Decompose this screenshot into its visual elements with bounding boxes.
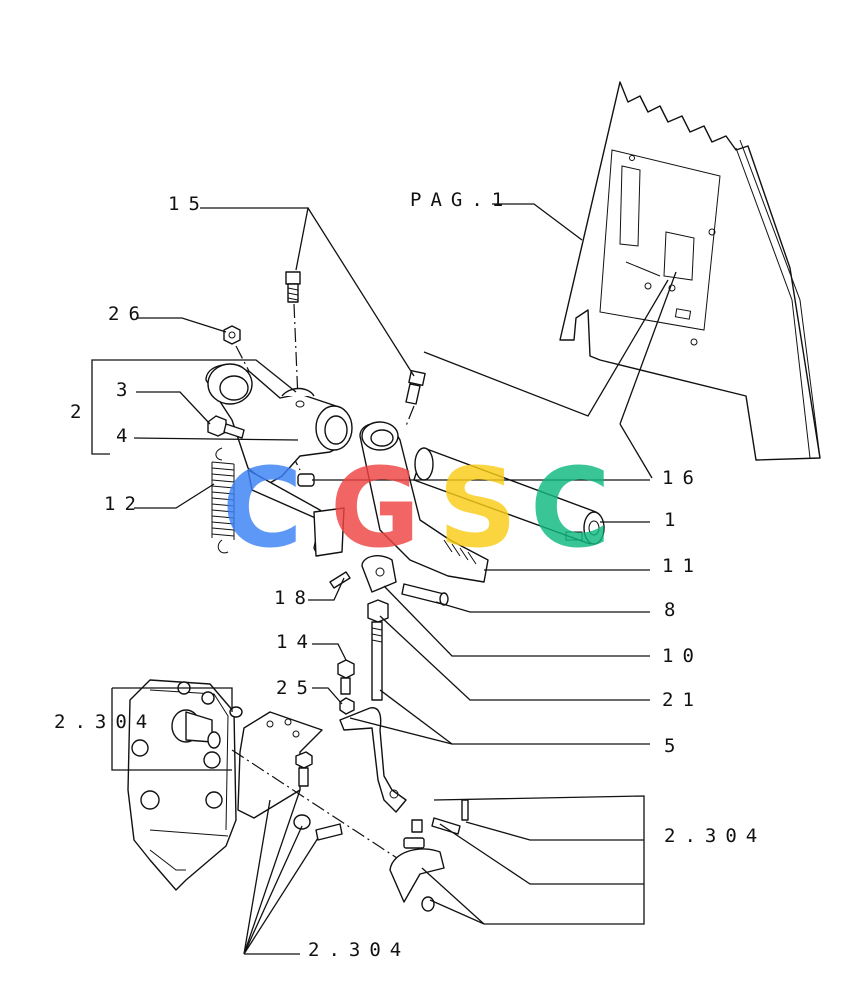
valve-plunger (171, 706, 243, 749)
nut-25 (339, 697, 355, 715)
callout-4: 4 (116, 425, 136, 447)
pin-lower (431, 799, 469, 835)
page-ref-label: PAG.1 (410, 189, 512, 211)
watermark-letter-c2: C (530, 444, 611, 572)
callout-2-304-bottom: 2.304 (308, 939, 410, 961)
bolt-15-left (285, 271, 301, 303)
callout-12: 12 (104, 493, 145, 515)
callout-18: 18 (274, 587, 315, 609)
callout-2-304-right: 2.304 (664, 825, 766, 847)
callout-labels: PAG.1 15 26 3 2 4 12 16 1 11 18 8 10 14 … (54, 189, 766, 961)
bolt-3 (207, 415, 245, 439)
bolt-14 (337, 659, 355, 695)
callout-5: 5 (664, 735, 684, 757)
frame-panel (559, 81, 821, 461)
brake-pedal-arm (247, 469, 345, 557)
callout-2: 2 (70, 401, 90, 423)
callout-15: 15 (168, 193, 209, 215)
pedal-bracket (205, 363, 353, 485)
watermark-letter-c1: C (222, 444, 303, 572)
lower-lever (389, 819, 445, 912)
rod-21 (371, 621, 383, 701)
watermark-logo: C G S C (222, 444, 611, 572)
nut-21 (367, 599, 389, 623)
callout-26: 26 (108, 303, 149, 325)
pedal-arm-11 (359, 421, 489, 583)
shaft-1 (413, 447, 605, 545)
valve-fasteners (293, 751, 343, 841)
callout-25: 25 (276, 677, 317, 699)
callout-8: 8 (664, 599, 684, 621)
callout-11: 11 (662, 555, 703, 577)
pin-8 (401, 583, 449, 606)
leader-lines (91, 203, 677, 955)
callout-14: 14 (276, 631, 317, 653)
callout-2-304-left: 2.304 (54, 711, 156, 733)
callout-10: 10 (662, 645, 703, 667)
watermark-letter-g: G (330, 444, 420, 572)
bolt-15-right (405, 369, 426, 405)
spring-12 (211, 447, 235, 554)
nut-26 (223, 325, 241, 345)
watermark-letter-s: S (438, 444, 517, 572)
clevis-10 (361, 555, 397, 593)
callout-3: 3 (116, 379, 136, 401)
rod-5 (339, 707, 407, 813)
callout-1: 1 (664, 509, 684, 531)
callout-21: 21 (662, 689, 703, 711)
pin-18 (329, 571, 351, 589)
callout-16: 16 (662, 467, 703, 489)
